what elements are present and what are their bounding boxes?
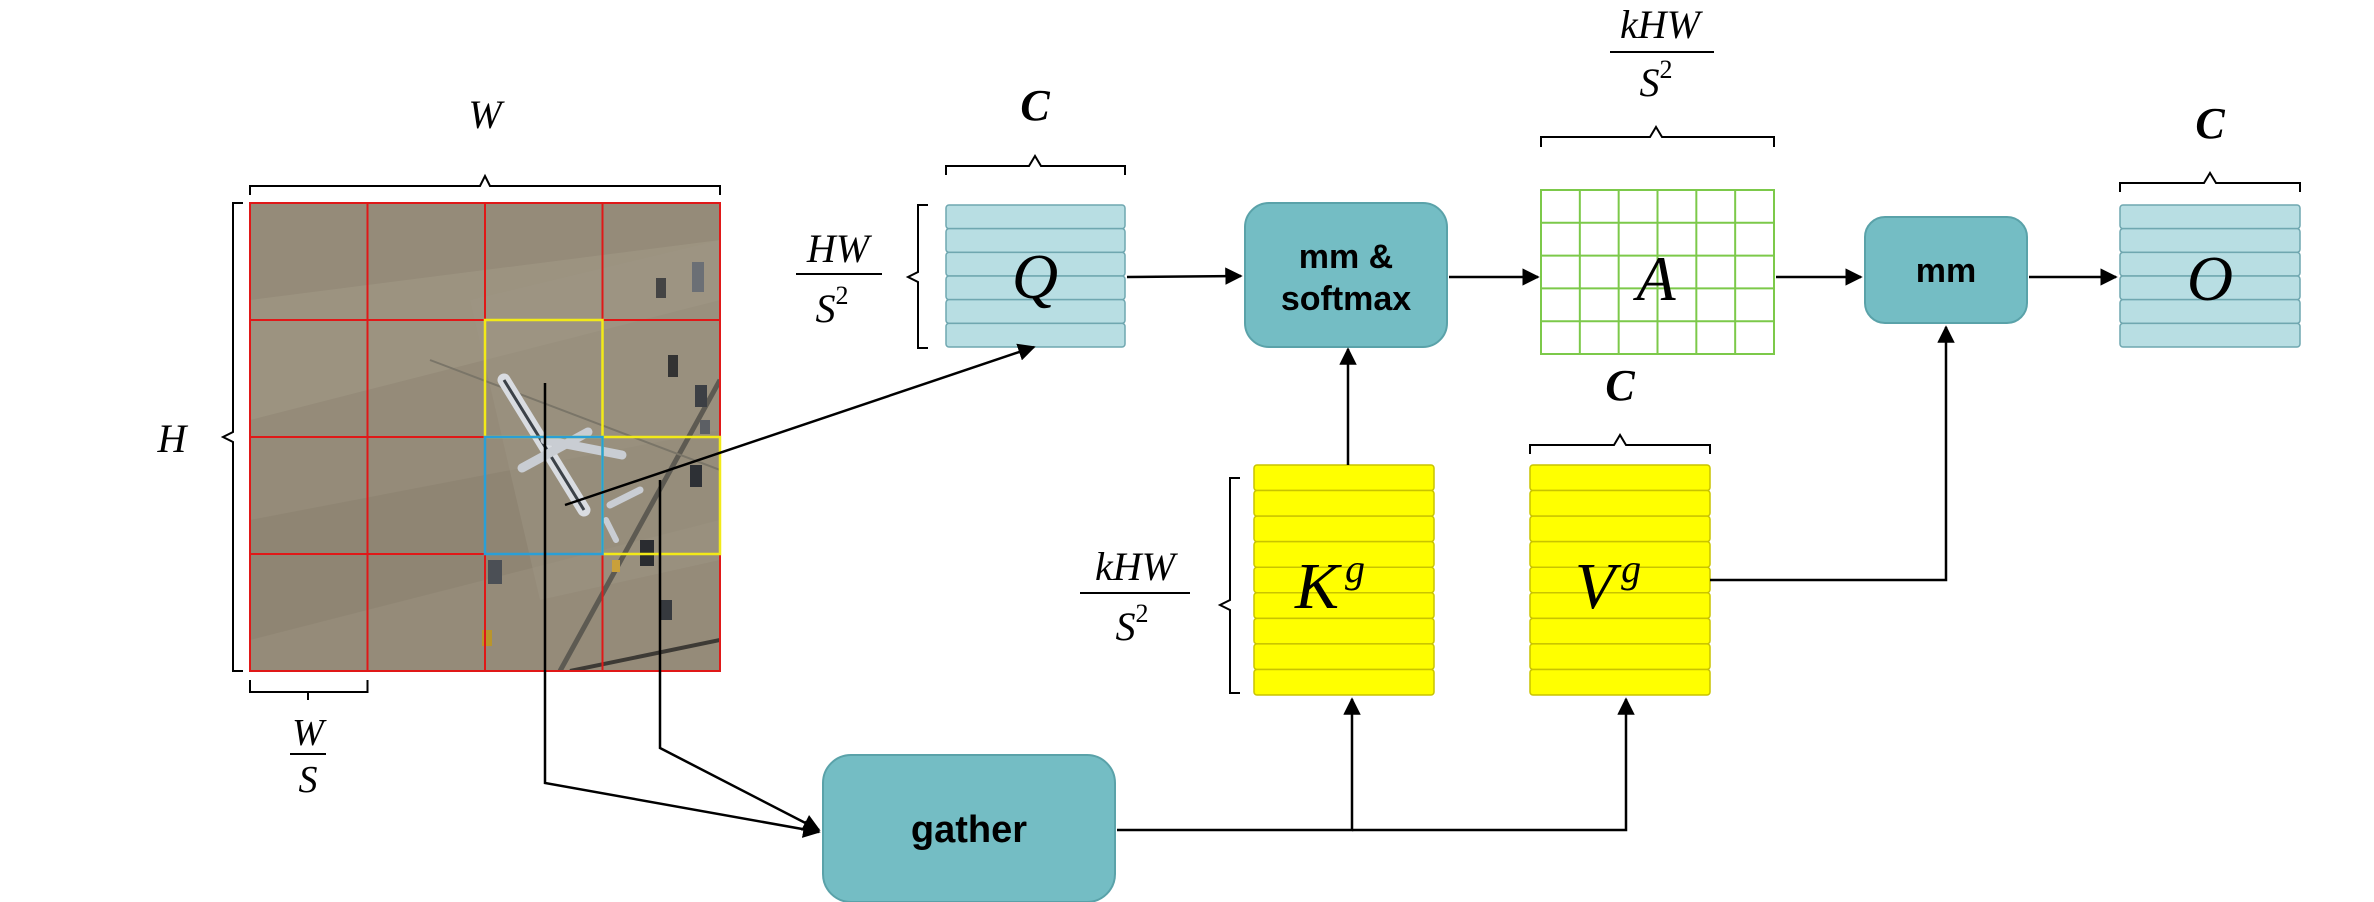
flow-arrows bbox=[543, 267, 2118, 838]
q-row bbox=[945, 204, 1126, 230]
q-row bbox=[945, 322, 1126, 348]
mm-label: mm bbox=[1916, 252, 1976, 290]
o-row bbox=[2119, 204, 2301, 230]
arrow-gather-to-v bbox=[1352, 697, 1635, 832]
arrow-image-to-q bbox=[564, 343, 1036, 507]
k-row bbox=[1253, 566, 1435, 594]
mm-op: mm bbox=[1864, 216, 2028, 324]
attention-matrix-a: A kHW S2 bbox=[1540, 2, 1775, 355]
output-matrix-o: O C bbox=[2119, 99, 2301, 348]
cell-width-brace bbox=[249, 680, 369, 693]
a-cols-numerator: kHW bbox=[1620, 2, 1704, 47]
cell-width-denominator: S bbox=[299, 759, 318, 801]
k-row bbox=[1253, 464, 1435, 492]
q-rows-denominator: S2 bbox=[816, 281, 849, 331]
k-row bbox=[1253, 668, 1435, 696]
k-row bbox=[1253, 489, 1435, 517]
a-label: A bbox=[1632, 243, 1676, 314]
k-row bbox=[1253, 540, 1435, 568]
o-label: O bbox=[2187, 243, 2233, 314]
arrow-v-to-mm bbox=[1710, 325, 1955, 582]
v-row bbox=[1529, 464, 1711, 492]
v-row bbox=[1529, 668, 1711, 696]
mm-softmax-line2: softmax bbox=[1281, 280, 1411, 318]
q-rows-brace bbox=[905, 204, 928, 349]
arrow-window2-to-gather bbox=[658, 480, 821, 832]
arrow-q-to-mmsoftmax bbox=[1126, 267, 1243, 285]
k-rows-denominator: S2 bbox=[1116, 599, 1149, 649]
v-channel-brace bbox=[1529, 433, 1711, 454]
v-row bbox=[1529, 566, 1711, 594]
q-channel-brace bbox=[945, 154, 1126, 175]
a-cols-denominator: S2 bbox=[1640, 55, 1673, 105]
mm-softmax-op: mm & softmax bbox=[1244, 202, 1448, 348]
gather-op: gather bbox=[822, 754, 1116, 902]
query-matrix-q: Q C HW S2 bbox=[796, 81, 1126, 349]
o-channel-brace bbox=[2119, 171, 2301, 192]
mm-softmax-line1: mm & bbox=[1299, 238, 1393, 276]
q-label: Q bbox=[1012, 241, 1058, 312]
k-row bbox=[1253, 643, 1435, 671]
arrow-window1-to-gather bbox=[543, 383, 821, 838]
input-image-grid: W H W S bbox=[157, 92, 722, 801]
v-channel-label: C bbox=[1605, 361, 1635, 410]
v-row bbox=[1529, 592, 1711, 620]
v-row bbox=[1529, 489, 1711, 517]
v-row bbox=[1529, 540, 1711, 568]
k-row bbox=[1253, 592, 1435, 620]
a-cols-brace bbox=[1540, 125, 1775, 147]
width-label: W bbox=[468, 92, 505, 137]
o-row bbox=[2119, 322, 2301, 348]
arrow-gather-to-k bbox=[1117, 697, 1361, 832]
width-brace bbox=[249, 173, 721, 195]
height-brace bbox=[220, 202, 243, 672]
v-row bbox=[1529, 617, 1711, 645]
o-channel-label: C bbox=[2195, 99, 2225, 148]
v-row bbox=[1529, 643, 1711, 671]
v-row bbox=[1529, 515, 1711, 543]
k-rows-brace bbox=[1217, 477, 1240, 694]
height-label: H bbox=[157, 416, 189, 461]
k-rows-numerator: kHW bbox=[1095, 544, 1179, 589]
k-row bbox=[1253, 515, 1435, 543]
cell-width-numerator: W bbox=[292, 712, 327, 754]
k-row bbox=[1253, 617, 1435, 645]
q-channel-label: C bbox=[1020, 81, 1050, 130]
gather-label: gather bbox=[911, 809, 1027, 851]
q-rows-numerator: HW bbox=[806, 226, 873, 271]
